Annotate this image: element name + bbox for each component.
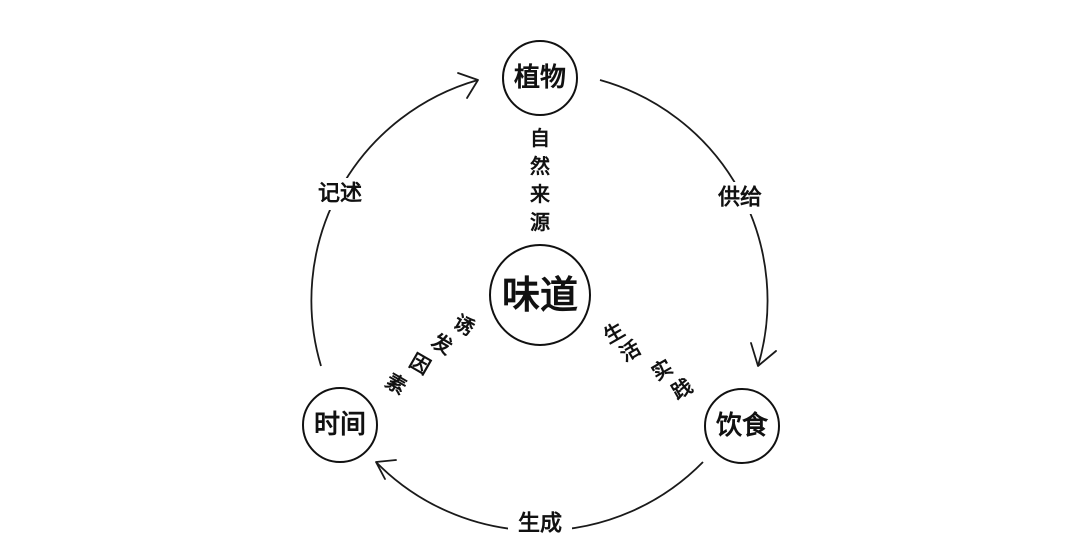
edge-label-generate: 生成	[518, 512, 562, 537]
spoke-natural-source-char-1: 自	[530, 126, 550, 150]
generate-label-bg	[508, 508, 572, 540]
supply-label-bg	[706, 182, 770, 214]
node-time-label: 时间	[314, 410, 366, 440]
arrowhead-time	[375, 459, 397, 480]
node-center-circle	[489, 244, 591, 346]
spoke-natural-source-char-3: 来	[529, 182, 551, 206]
node-plant-circle	[502, 40, 578, 116]
spoke-inducing-factor-char-1: 诱	[449, 310, 478, 341]
spoke-inducing-factor-char-2: 发	[426, 328, 457, 360]
node-time-circle	[302, 387, 378, 463]
node-food-circle	[704, 388, 780, 464]
spoke-inducing-factor-char-3: 因	[405, 349, 434, 380]
spoke-natural-source-char-2: 然	[530, 154, 550, 178]
arrowhead-food	[750, 342, 777, 367]
spoke-natural-source-char-4: 源	[530, 210, 550, 234]
record-label-bg	[308, 178, 372, 210]
edge-label-record: 记述	[318, 182, 362, 207]
node-food-label: 饮食	[715, 410, 769, 441]
arc-plant-to-food	[599, 79, 769, 367]
arrowhead-plant	[457, 72, 479, 99]
node-plant-label: 植物	[514, 63, 566, 93]
node-center-label: 味道	[502, 273, 578, 317]
spoke-inducing-factor-char-4: 素	[381, 369, 410, 400]
edge-label-supply: 供给	[717, 185, 762, 211]
